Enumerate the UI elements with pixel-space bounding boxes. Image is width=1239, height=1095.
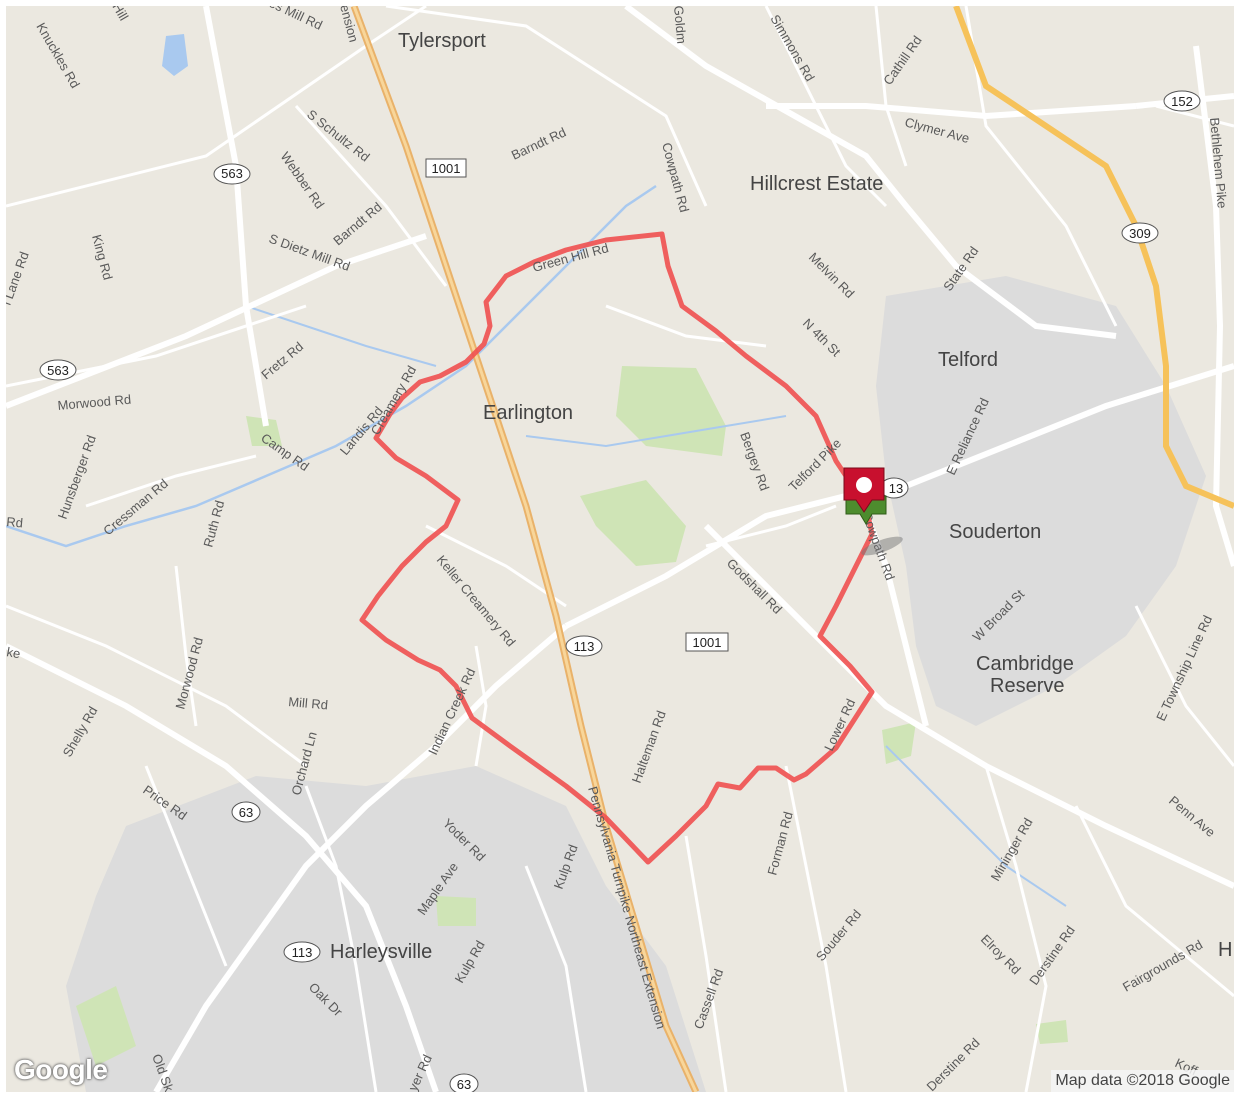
route-shield: 13	[879, 477, 909, 499]
svg-text:Mininger Rd: Mininger Rd	[988, 815, 1036, 883]
svg-text:63: 63	[457, 1077, 471, 1092]
town-label: Souderton	[949, 521, 1041, 543]
creek	[6, 184, 657, 548]
town-label: Hillcrest Estate	[750, 173, 883, 195]
town-label: Tylersport	[398, 30, 486, 52]
svg-text:King Rd: King Rd	[89, 233, 115, 282]
park-area	[1036, 1020, 1068, 1044]
svg-text:Webber Rd: Webber Rd	[278, 149, 328, 211]
svg-text:Cowpath Rd: Cowpath Rd	[659, 141, 692, 214]
park-area	[436, 896, 476, 926]
svg-text:Shelly Rd: Shelly Rd	[60, 704, 101, 760]
svg-text:Halteman Rd: Halteman Rd	[629, 709, 669, 785]
map-viewport[interactable]: 1001 563 152 309 563 13	[6, 6, 1234, 1092]
svg-text:Cressman Rd: Cressman Rd	[100, 476, 171, 539]
park-area	[76, 986, 136, 1066]
town-label: Harleysville	[330, 941, 432, 963]
svg-text:Derstine Rd: Derstine Rd	[924, 1035, 983, 1092]
svg-text:Bergey Rd: Bergey Rd	[737, 430, 772, 493]
svg-text:es Mill Rd: es Mill Rd	[267, 6, 325, 33]
svg-text:Fairgrounds Rd: Fairgrounds Rd	[1120, 937, 1205, 995]
svg-text:Godshall Rd: Godshall Rd	[724, 556, 785, 617]
svg-text:Morwood Rd: Morwood Rd	[57, 392, 132, 413]
svg-text:Ruth Rd: Ruth Rd	[200, 499, 227, 549]
google-logo[interactable]: Google	[14, 1054, 108, 1085]
map-attribution[interactable]: Map data ©2018 Google	[1051, 1070, 1234, 1092]
svg-text:Telford Pike: Telford Pike	[786, 435, 845, 494]
svg-text:Hunsberger Rd: Hunsberger Rd	[55, 433, 99, 521]
svg-text:Elroy Rd: Elroy Rd	[978, 932, 1024, 978]
town-label: Cambridge	[976, 653, 1074, 675]
svg-text:Mill Rd: Mill Rd	[288, 694, 329, 712]
turnpike-ne-extension-center	[352, 6, 698, 1092]
svg-text:152: 152	[1171, 94, 1193, 109]
park-area	[616, 366, 726, 456]
map-canvas[interactable]: 1001 563 152 309 563 13	[6, 6, 1234, 1092]
svg-text:Morwood Rd: Morwood Rd	[172, 636, 206, 711]
urban-area-harleysville	[66, 766, 706, 1092]
park-area	[580, 480, 686, 566]
urban-area-telford	[876, 276, 1206, 726]
creek	[525, 415, 787, 448]
svg-text:Barndt Rd: Barndt Rd	[330, 199, 384, 248]
svg-text:Goldm: Goldm	[671, 6, 689, 44]
svg-text:Hill: Hill	[109, 6, 131, 23]
svg-text:Fretz Rd: Fretz Rd	[258, 339, 306, 383]
svg-text:l Lane Rd: l Lane Rd	[6, 250, 32, 307]
town-label: H	[1218, 939, 1232, 961]
svg-text:63: 63	[239, 805, 253, 820]
svg-text:1001: 1001	[432, 161, 461, 176]
town-label: Telford	[938, 349, 998, 371]
svg-text:Green Hill Rd: Green Hill Rd	[531, 240, 610, 275]
route-shield: 63	[449, 1073, 479, 1092]
svg-text:309: 309	[1129, 226, 1151, 241]
svg-text:N 4th St: N 4th St	[800, 316, 844, 360]
creek	[885, 745, 1067, 907]
svg-text:Rd: Rd	[6, 514, 24, 530]
route-shield: 563	[39, 359, 77, 381]
svg-text:Simmons Rd: Simmons Rd	[767, 12, 817, 84]
svg-text:1001: 1001	[693, 635, 722, 650]
park-area	[246, 416, 282, 446]
svg-text:E Township Line Rd: E Township Line Rd	[1153, 613, 1215, 723]
svg-text:Forman Rd: Forman Rd	[764, 810, 795, 877]
route-shield: 563	[213, 163, 251, 185]
route-shield: 1001	[425, 158, 467, 178]
route-shield: 309	[1121, 222, 1159, 244]
town-label: Reserve	[990, 675, 1064, 697]
svg-text:Cathill Rd: Cathill Rd	[880, 33, 925, 88]
town-label: Earlington	[483, 402, 573, 424]
svg-text:563: 563	[221, 166, 243, 181]
svg-text:Clymer Ave: Clymer Ave	[903, 114, 971, 146]
route-shield: 152	[1163, 90, 1201, 112]
route-shield: 1001	[685, 632, 729, 652]
pond	[162, 34, 188, 76]
svg-text:ke: ke	[6, 644, 22, 661]
svg-text:Knuckles Rd: Knuckles Rd	[33, 20, 82, 91]
route-start-pin[interactable]	[843, 467, 885, 513]
route-shield: 113	[283, 941, 321, 963]
svg-text:S Schultz Rd: S Schultz Rd	[304, 107, 372, 165]
svg-text:13: 13	[889, 481, 903, 496]
highway-309	[953, 6, 1234, 509]
svg-text:Cassell Rd: Cassell Rd	[691, 967, 727, 1031]
svg-text:113: 113	[574, 639, 595, 654]
svg-text:Melvin Rd: Melvin Rd	[806, 250, 857, 301]
svg-text:Creamery Rd: Creamery Rd	[368, 363, 420, 437]
svg-text:Barndt Rd: Barndt Rd	[509, 124, 568, 162]
route-end-marker[interactable]	[845, 495, 887, 525]
route-path	[359, 231, 875, 865]
marker-shadow	[861, 536, 903, 556]
svg-text:Penn Ave: Penn Ave	[1166, 793, 1218, 840]
route-shield: 113	[565, 635, 603, 657]
svg-text:113: 113	[292, 945, 313, 960]
route-shield: 63	[231, 801, 261, 823]
park-area	[882, 722, 916, 764]
svg-text:563: 563	[47, 363, 69, 378]
